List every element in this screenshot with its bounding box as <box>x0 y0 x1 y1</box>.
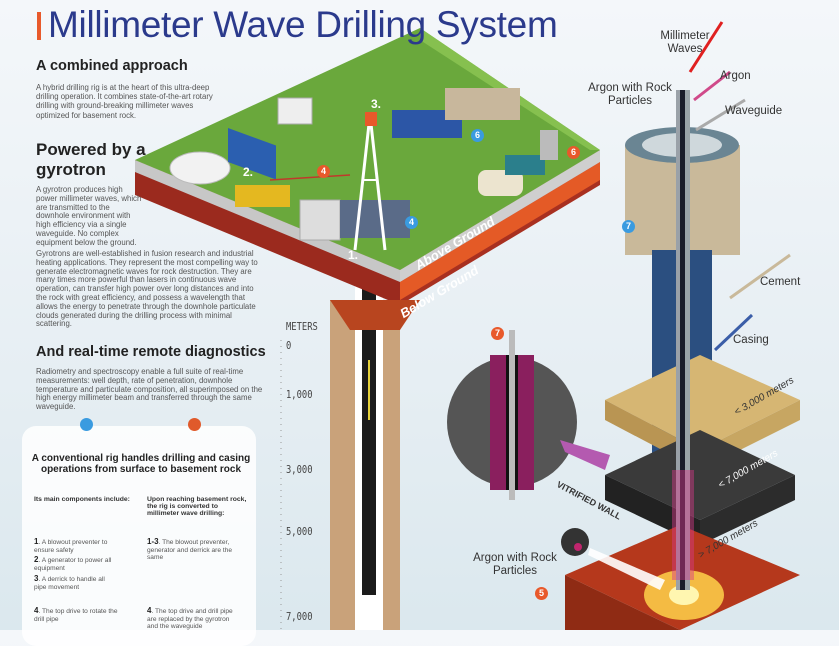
badge-4-orange: 4 <box>317 165 330 178</box>
marker-3: 3. <box>371 97 382 111</box>
list-item: 4. The top drive and drill pipe are repl… <box>147 606 233 631</box>
badge-7-orange: 7 <box>491 327 504 340</box>
waveguide-label: Waveguide <box>725 105 783 117</box>
marker-2: 2. <box>243 165 254 179</box>
badge-6-orange: 6 <box>567 146 580 159</box>
section-heading: A combined approach <box>36 58 188 74</box>
list-item: 4. The top drive to rotate the drill pip… <box>34 606 118 623</box>
marker-1: 1. <box>348 248 359 262</box>
depth-tick: 5,000 <box>286 525 313 538</box>
casing-label: Casing <box>733 334 769 346</box>
section-body: Gyrotrons are well-established in fusion… <box>36 249 258 329</box>
millimeter-waves-label: Millimeter Waves <box>660 30 710 55</box>
title-accent-bar <box>37 12 41 40</box>
badge-7-blue: 7 <box>622 220 635 233</box>
badge-6-blue: 6 <box>471 129 484 142</box>
list-item: 3. A derrick to handle all pipe movement <box>34 574 105 591</box>
badge-5: 5 <box>535 587 548 600</box>
card-heading: A conventional rig handles drilling and … <box>31 453 251 475</box>
illustration <box>135 21 800 630</box>
depth-unit-label: METERS <box>286 320 318 333</box>
section-heading: Powered by a gyrotron <box>36 140 146 179</box>
section-body: A hybrid drilling rig is at the heart of… <box>36 83 213 120</box>
depth-tick: 0 <box>286 339 292 352</box>
argon-rock-particles-label: Argon with Rock Particles <box>588 82 672 107</box>
cement-label: Cement <box>760 276 801 288</box>
page-title: Millimeter Wave Drilling System <box>48 4 558 45</box>
left-column-heading: Its main components include: <box>34 496 130 503</box>
argon-rock-particles-bottom-label: Argon with Rock Particles <box>473 552 557 577</box>
drill-pipe <box>362 265 376 595</box>
components-card <box>22 426 256 646</box>
list-item: 2. A generator to power all equipment <box>34 555 112 572</box>
depth-tick: 3,000 <box>286 463 313 476</box>
sandstone-block <box>605 355 800 450</box>
badge-4-blue: 4 <box>405 216 418 229</box>
depth-tick: 1,000 <box>286 388 313 401</box>
right-column-heading: Upon reaching basement rock, the rig is … <box>147 496 247 517</box>
argon-label: Argon <box>720 70 751 82</box>
depth-tick: 7,000 <box>286 610 313 623</box>
blue-dot-marker <box>80 418 93 431</box>
section-body: Radiometry and spectroscopy enable a ful… <box>36 367 263 412</box>
list-item: 1. A blowout preventer to ensure safety <box>34 537 108 554</box>
section-body: A gyrotron produces high power millimete… <box>36 185 142 247</box>
orange-dot-marker <box>188 418 201 431</box>
section-heading: And real-time remote diagnostics <box>36 344 266 360</box>
list-item: 1-3. The blowout preventer, generator an… <box>147 537 233 562</box>
